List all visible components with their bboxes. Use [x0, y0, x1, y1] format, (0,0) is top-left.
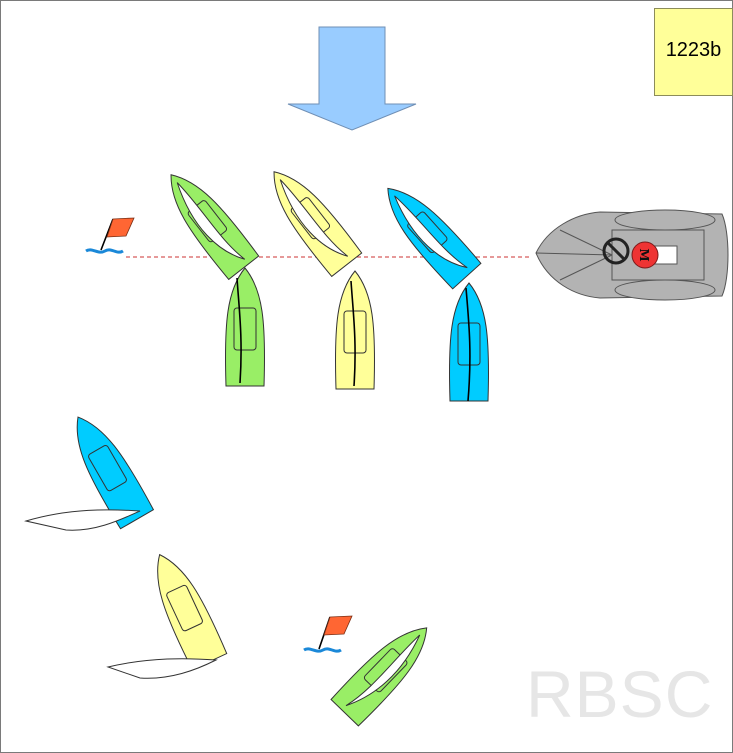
yellow-boat-bearing-away — [142, 546, 227, 669]
blue-boat-upwind — [449, 283, 488, 401]
green-boat-upwind — [225, 268, 264, 386]
green-boat-bearing-away — [331, 614, 441, 726]
diagram-id-label: 1223b — [655, 39, 732, 62]
green-boat-luffing — [156, 163, 259, 280]
blue-boat-luffing — [373, 175, 481, 289]
finish-flag-icon — [304, 616, 352, 651]
committee-mark-label: M — [637, 248, 651, 261]
yellow-boat-sail — [108, 659, 216, 679]
yellow-boat-luffing — [259, 160, 362, 277]
wind-arrow-icon — [288, 27, 416, 130]
diagram-id-box: 1223b — [654, 8, 733, 96]
watermark-text: RBSC — [526, 656, 713, 732]
yellow-boat-upwind — [335, 271, 374, 389]
committee-boat-icon: M — [536, 210, 728, 300]
pin-flag-icon — [86, 218, 134, 252]
